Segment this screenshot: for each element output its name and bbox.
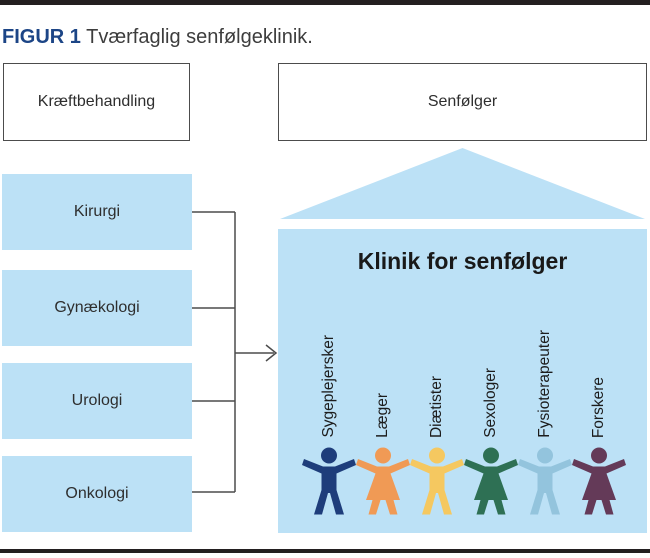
person-icon <box>410 447 464 515</box>
clinic-box: Klinik for senfølger Sygeplejersker Læge… <box>278 229 647 533</box>
bottom-border-bar <box>0 549 650 553</box>
staff-column-sexologer: Sexologer <box>464 285 518 517</box>
person-icon <box>464 447 518 515</box>
department-label: Gynækologi <box>54 299 140 316</box>
department-box-urologi: Urologi <box>2 363 192 439</box>
late-effects-box: Senfølger <box>278 63 647 141</box>
figure-title-text: Tværfaglig senfølgeklinik. <box>86 26 313 48</box>
treatment-box: Kræftbehandling <box>3 63 190 141</box>
person-icon <box>302 447 356 515</box>
staff-row: Sygeplejersker Læger Diætister <box>302 285 626 517</box>
figure-title: FIGUR 1 Tværfaglig senfølgeklinik. <box>2 26 313 49</box>
staff-label: Forskere <box>590 376 608 438</box>
department-box-onkologi: Onkologi <box>2 456 192 532</box>
arrow-right-icon <box>265 344 278 362</box>
top-border-bar <box>0 0 650 5</box>
staff-column-laeger: Læger <box>356 285 410 517</box>
treatment-box-label: Kræftbehandling <box>37 93 156 110</box>
staff-column-fysioterapeuter: Fysioterapeuter <box>518 285 572 517</box>
clinic-roof-triangle <box>280 148 645 219</box>
staff-column-diaetister: Diætister <box>410 285 464 517</box>
clinic-title: Klinik for senfølger <box>357 248 568 274</box>
person-icon <box>518 447 572 515</box>
department-label: Onkologi <box>65 485 129 502</box>
staff-label: Sygeplejersker <box>320 335 338 438</box>
staff-label: Sexologer <box>482 368 500 438</box>
figure-number-label: FIGUR 1 <box>2 26 81 48</box>
staff-label: Fysioterapeuter <box>536 330 554 438</box>
department-box-gynaekologi: Gynækologi <box>2 270 192 346</box>
staff-label: Diætister <box>428 375 446 438</box>
staff-label: Læger <box>374 393 392 438</box>
late-effects-box-label: Senfølger <box>427 93 498 110</box>
department-label: Kirurgi <box>73 203 121 220</box>
department-box-kirurgi: Kirurgi <box>2 174 192 250</box>
staff-column-forskere: Forskere <box>572 285 626 517</box>
staff-column-sygeplejersker: Sygeplejersker <box>302 285 356 517</box>
department-label: Urologi <box>71 392 123 409</box>
person-icon <box>572 447 626 515</box>
person-icon <box>356 447 410 515</box>
